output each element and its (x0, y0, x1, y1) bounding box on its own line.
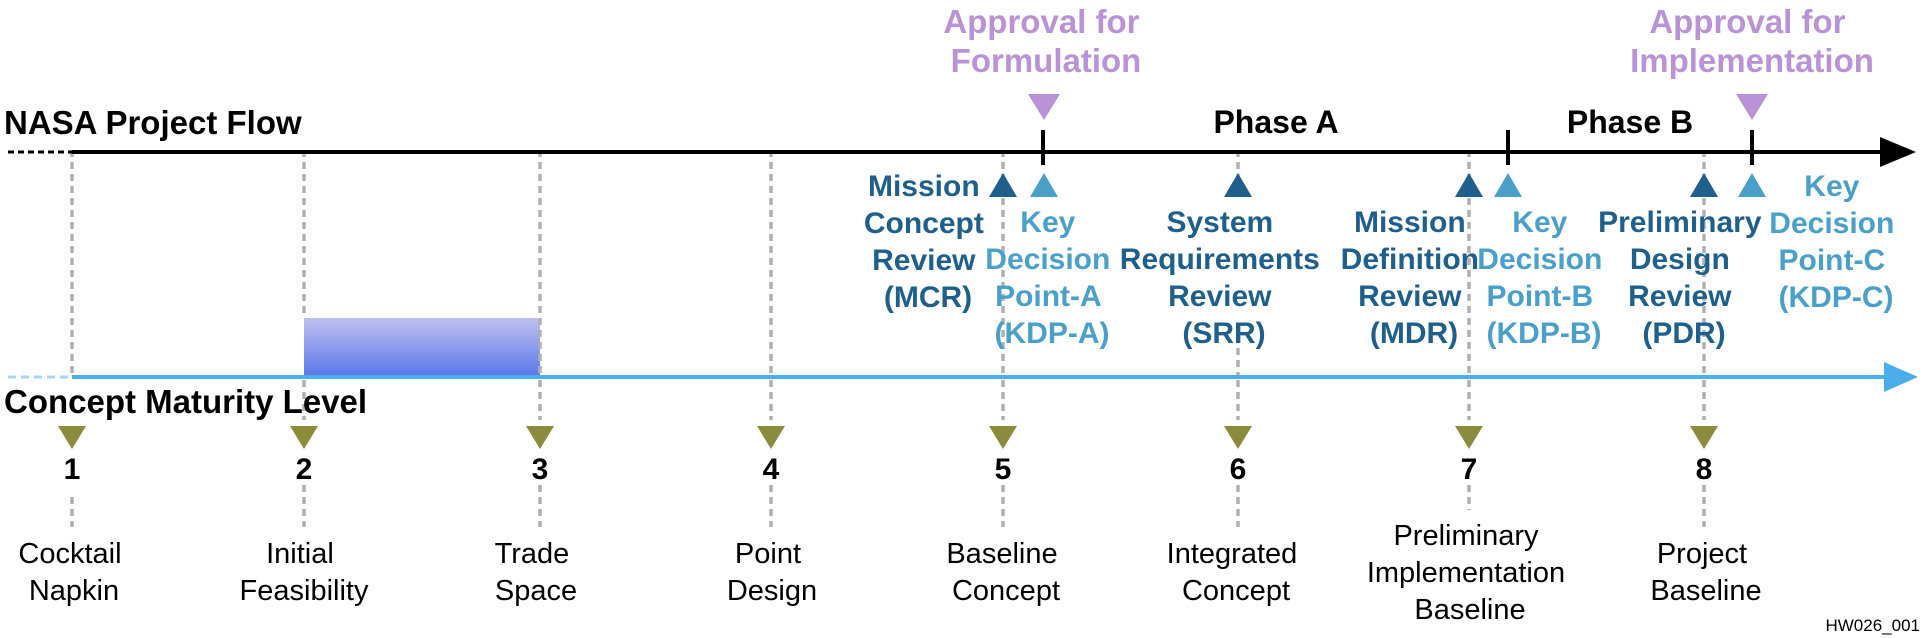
cml-1-marker (58, 426, 86, 449)
cml-axis (8, 362, 1918, 392)
cml-2-number: 2 (296, 453, 313, 486)
kdp-b-label: Key Decision Point-B (KDP-B) (1477, 206, 1610, 350)
cml-3-description: Trade Space (495, 538, 578, 607)
approval-formulation-line-1: Approval for (943, 3, 1139, 40)
cml-7-description: Preliminary Implementation Baseline (1367, 520, 1573, 626)
cml-8-marker (1690, 426, 1718, 449)
project-flow-axis (8, 130, 1916, 167)
kdp-a-marker (1030, 173, 1058, 197)
mcr-marker (989, 173, 1017, 197)
approval-formulation-marker (1028, 94, 1060, 120)
cml-6-description: Integrated Concept (1167, 538, 1306, 607)
approval-formulation-line-2: Formulation (951, 42, 1142, 79)
cml-arrowhead (1884, 362, 1918, 392)
approval-implementation: Approval for Implementation (1630, 3, 1874, 120)
cml-8-description: Project Baseline (1650, 538, 1761, 607)
mdr-marker (1455, 173, 1483, 197)
cml-5-number: 5 (995, 453, 1012, 486)
cml-3-marker (526, 426, 554, 449)
project-flow-title: NASA Project Flow (4, 104, 302, 141)
cml-3-number: 3 (532, 453, 549, 486)
cml-1-description: Cocktail Napkin (18, 538, 129, 607)
mdr-label: Mission Definition Review (MDR) (1341, 206, 1488, 350)
kdp-a-label: Key Decision Point-A (KDP-A) (985, 206, 1118, 350)
srr-marker (1224, 173, 1252, 197)
srr-label: System Requirements Review (SRR) (1120, 206, 1328, 350)
cml-5-marker (989, 426, 1017, 449)
kdp-c-marker (1738, 173, 1766, 197)
cml-8-number: 8 (1696, 453, 1713, 486)
cml-2-marker (290, 426, 318, 449)
cml-highlight-band (304, 318, 540, 376)
cml-axis-title: Concept Maturity Level (4, 383, 367, 420)
pdr-label: Preliminary Design Review (PDR) (1598, 206, 1770, 350)
kdp-b-marker (1494, 173, 1522, 197)
cml-4-description: Point Design (727, 538, 817, 607)
project-flow-arrowhead (1880, 137, 1916, 167)
cml-7-marker (1455, 426, 1483, 449)
approval-formulation: Approval for Formulation (943, 3, 1148, 120)
cml-4-number: 4 (763, 453, 780, 486)
cml-6-number: 6 (1230, 453, 1247, 486)
approval-implementation-marker (1736, 94, 1768, 120)
kdp-c-label: Key Decision Point-C (KDP-C) (1769, 170, 1902, 314)
figure-id: HW026_001 (1825, 616, 1920, 635)
phase-b-label: Phase B (1567, 104, 1693, 140)
pdr-marker (1690, 173, 1718, 197)
cml-1-number: 1 (64, 453, 81, 486)
svg-text:Approval for Implementat: Approval for Implementation (1630, 3, 1874, 79)
cml-2-description: Initial Feasibility (240, 538, 369, 607)
svg-text:Approval for Formulation: Approval for Formulation (943, 3, 1148, 79)
approval-implementation-line-1: Approval for (1649, 3, 1845, 40)
cml-5-description: Baseline Concept (946, 538, 1065, 607)
phase-a-label: Phase A (1213, 104, 1338, 140)
approval-implementation-line-2: Implementation (1630, 42, 1874, 79)
cml-4-marker (757, 426, 785, 449)
mcr-label: Mission Concept Review (MCR) (864, 170, 992, 314)
cml-7-number: 7 (1461, 453, 1478, 486)
cml-6-marker (1224, 426, 1252, 449)
